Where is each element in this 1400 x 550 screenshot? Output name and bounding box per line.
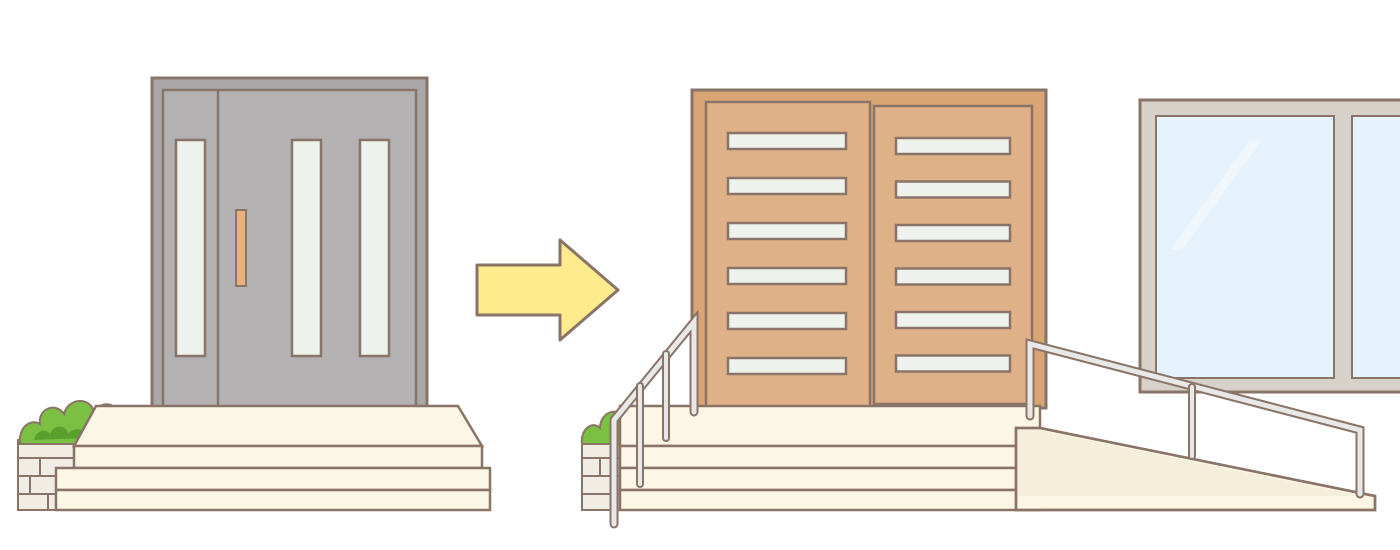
entrance-steps-after	[618, 404, 1042, 512]
door-slat-window	[894, 223, 1012, 243]
door-glass-pane	[174, 138, 207, 358]
door-slats-right	[894, 136, 1012, 373]
door-slats-left	[726, 131, 848, 376]
before-scene	[17, 76, 492, 512]
wheelchair-ramp	[1014, 426, 1377, 512]
window	[1138, 98, 1400, 394]
door-slat-window	[726, 131, 848, 151]
door-slat-window	[894, 354, 1012, 373]
door-handle	[235, 209, 247, 287]
door-slat-window	[726, 266, 848, 286]
door-slat-window	[894, 310, 1012, 330]
sliding-door	[690, 88, 1048, 410]
door-slat-window	[894, 136, 1012, 156]
door-slat-window	[726, 176, 848, 196]
door-slat-window	[726, 311, 848, 331]
entrance-steps-before	[54, 404, 492, 512]
door-slat-window	[726, 356, 848, 376]
after-scene	[580, 88, 1400, 529]
door-glass-pane	[358, 138, 391, 358]
hinged-door	[150, 76, 429, 410]
door-slat-window	[894, 267, 1012, 286]
right-arrow-icon	[475, 238, 620, 342]
ramp-handrail	[1025, 338, 1365, 499]
stair-handrail	[609, 309, 699, 529]
door-glass-pane	[290, 138, 323, 358]
door-slat-window	[726, 221, 848, 241]
door-slat-window	[894, 180, 1012, 199]
